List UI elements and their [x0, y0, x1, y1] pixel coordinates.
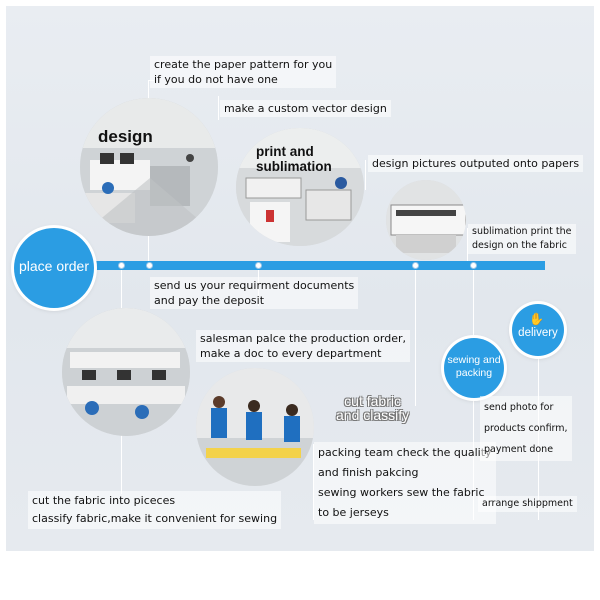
label-send-docs: send us your requirment documents and pa…	[150, 277, 359, 309]
connector-line	[313, 444, 314, 520]
print-scene-image	[236, 128, 364, 246]
stage-title-cut-line1: cut fabric	[344, 393, 401, 409]
flow-node-dot	[146, 262, 153, 269]
label-cut-fabric: cut the fabric into piceces classify fab…	[28, 491, 282, 529]
process-flow-bar	[50, 261, 545, 270]
sewing-packing-label-line2: packing	[455, 367, 493, 379]
sublimation-machine-photo	[386, 180, 466, 260]
stage-title-print-line1: print and	[256, 144, 314, 159]
label-sublimation-line1: sublimation print the	[472, 226, 572, 237]
stage-title-print: print and sublimation	[256, 144, 332, 174]
label-salesman-line2: make a doc to every department	[200, 347, 382, 360]
label-sublimation: sublimation print the design on the fabr…	[468, 224, 576, 254]
label-paper-pattern: create the paper pattern for you if you …	[150, 56, 337, 88]
label-shipment: arrange shippment	[478, 496, 577, 512]
label-vector-design: make a custom vector design	[220, 100, 391, 117]
label-packing: packing team check the quality and finis…	[314, 442, 496, 524]
flow-node-dot	[470, 262, 477, 269]
stage-title-design: design	[98, 127, 153, 146]
office-scene-image	[80, 98, 218, 236]
stage-title-cut-line2: and classify	[336, 407, 410, 423]
flow-node-dot	[118, 262, 125, 269]
label-send-docs-line2: and pay the deposit	[154, 294, 265, 307]
label-send-docs-line1: send us your requirment documents	[154, 279, 355, 292]
delivery-node: ✋ delivery	[512, 304, 564, 356]
label-packing-line1: packing team check the quality	[318, 446, 492, 459]
label-paper-pattern-line1: create the paper pattern for you	[154, 58, 333, 71]
label-packing-line2: and finish pakcing	[318, 466, 419, 479]
connector-line	[415, 266, 416, 406]
place-order-label: place order	[18, 258, 90, 274]
flow-node-dot	[255, 262, 262, 269]
label-send-photo-line1: send photo for	[484, 402, 554, 413]
sales-office-photo	[62, 308, 190, 436]
connector-line	[218, 96, 219, 120]
label-send-photo: send photo for products confirm, payment…	[480, 396, 572, 461]
label-cut-fabric-line2: classify fabric,make it convenient for s…	[32, 512, 278, 525]
stage-title-print-line2: sublimation	[256, 159, 332, 174]
flow-node-dot	[412, 262, 419, 269]
handshake-icon: ✋	[529, 312, 544, 326]
label-paper-pattern-line2: if you do not have one	[154, 73, 278, 86]
label-pictures-onto-papers: design pictures outputed onto papers	[368, 155, 584, 172]
label-sublimation-line2: design on the fabric	[472, 240, 567, 251]
label-packing-line3: sewing workers sew the fabric	[318, 486, 485, 499]
print-shop-photo	[236, 128, 364, 246]
label-send-photo-line3: payment done	[484, 444, 554, 455]
label-salesman: salesman palce the production order, mak…	[196, 330, 410, 362]
connector-line	[365, 160, 366, 190]
delivery-label: delivery	[518, 327, 558, 339]
sewing-packing-node: sewing and packing	[444, 338, 504, 398]
label-send-photo-line2: products confirm,	[484, 423, 568, 434]
cutting-scene-image	[196, 368, 314, 486]
place-order-node: place order	[14, 228, 94, 308]
label-packing-line4: to be jerseys	[318, 506, 389, 519]
cutting-team-photo	[196, 368, 314, 486]
label-salesman-line1: salesman palce the production order,	[200, 332, 406, 345]
stage-title-cut: cut fabric and classify	[336, 394, 409, 422]
design-office-photo	[80, 98, 218, 236]
sewing-packing-label-line1: sewing and	[447, 354, 501, 366]
sales-scene-image	[62, 308, 190, 436]
connector-line	[467, 228, 468, 266]
label-cut-fabric-line1: cut the fabric into piceces	[32, 494, 176, 507]
machine-image	[386, 180, 466, 260]
